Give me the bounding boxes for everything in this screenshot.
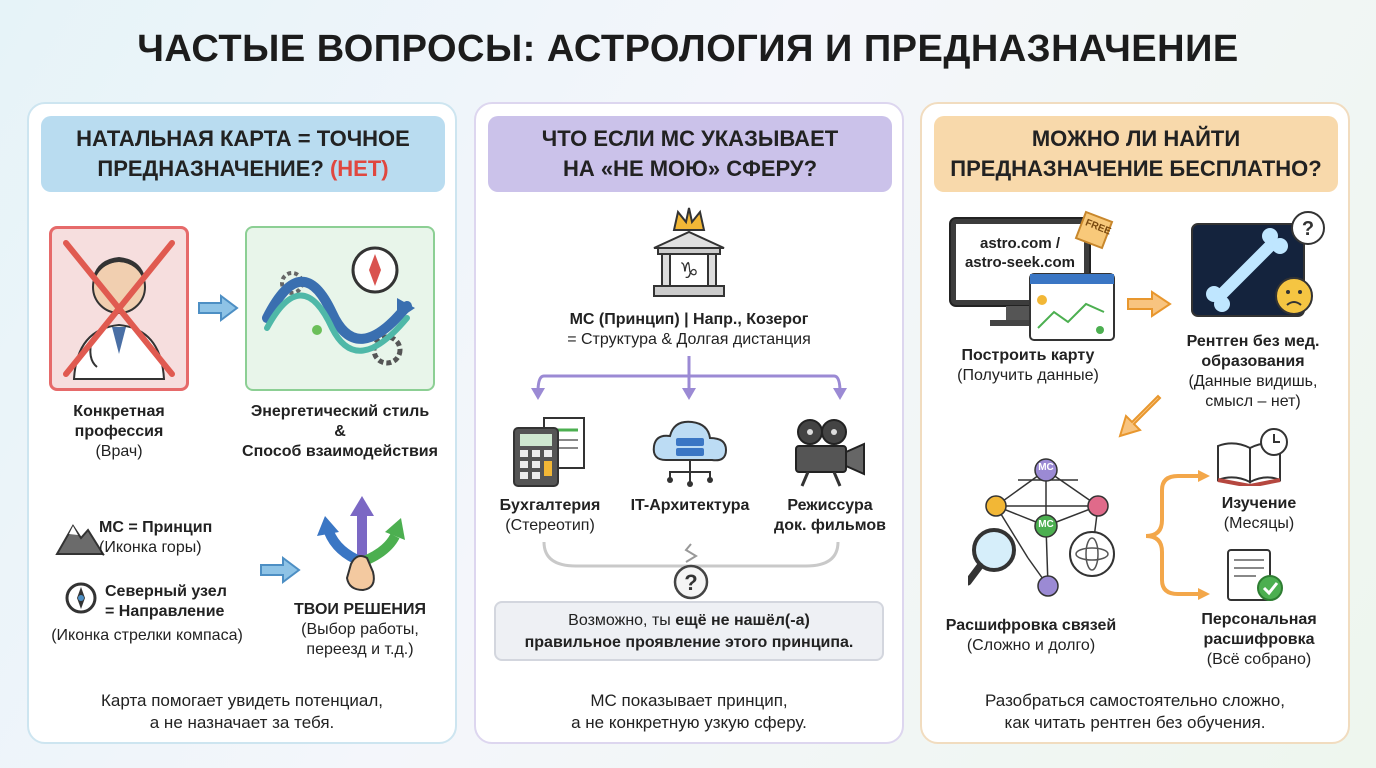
screen-url-2: astro-seek.com (964, 254, 1076, 271)
step-xray-sub-2: смысл – нет) (1205, 393, 1301, 410)
doctor-icon (49, 226, 189, 391)
panel3-footer: Разобраться самостоятельно сложно, (985, 691, 1285, 710)
heading-line-2: ПРЕДНАЗНАЧЕНИЕ БЕСПЛАТНО? (950, 156, 1322, 181)
question-icon: ? (536, 540, 846, 602)
energy-style-label: Энергетический стиль (250, 403, 430, 420)
mc-node-top: MC (1038, 462, 1054, 473)
panel-heading: НАТАЛЬНАЯ КАРТА = ТОЧНОЕ ПРЕДНАЗНАЧЕНИЕ?… (41, 116, 445, 192)
branch-arrows (516, 354, 866, 404)
svg-text:♑: ♑ (679, 259, 699, 284)
mc-example-sub: = Структура & Долгая дистанция (567, 331, 811, 348)
panel-heading: ЧТО ЕСЛИ MC УКАЗЫВАЕТ НА «НЕ МОЮ» СФЕРУ? (488, 116, 892, 192)
heading-line-1: ЧТО ЕСЛИ MC УКАЗЫВАЕТ (541, 126, 839, 151)
panel-free-purpose: МОЖНО ЛИ НАЙТИ ПРЕДНАЗНАЧЕНИЕ БЕСПЛАТНО?… (920, 102, 1350, 744)
film-camera-icon (788, 416, 872, 488)
step-xray-sub: (Данные видишь, (1188, 373, 1318, 390)
book-clock-icon (1214, 426, 1292, 486)
calculator-icon (510, 416, 590, 488)
north-node-label-2: = Направление (105, 603, 225, 620)
arrow-right-icon (259, 556, 301, 584)
xray-bone-icon: ? (1190, 210, 1330, 322)
panel-natal-chart: НАТАЛЬНАЯ КАРТА = ТОЧНОЕ ПРЕДНАЗНАЧЕНИЕ?… (27, 102, 457, 744)
split-arrows (1144, 470, 1214, 600)
profession-example: (Врач) (95, 443, 143, 460)
branch-it-title: IT-Архитектура (630, 497, 750, 514)
arrow-right-icon (197, 294, 239, 322)
decisions-sub-2: переезд и т.д.) (306, 641, 414, 658)
option-study-sub: (Месяцы) (1223, 515, 1295, 532)
svg-text:?: ? (1302, 218, 1314, 240)
heading-line-2: НА «НЕ МОЮ» СФЕРУ? (562, 156, 818, 181)
mc-principle-sub: (Иконка горы) (99, 539, 202, 556)
heading-line-2: ПРЕДНАЗНАЧЕНИЕ? (97, 156, 324, 181)
branch-film-title-2: док. фильмов (774, 517, 886, 534)
arrow-right-icon (1126, 290, 1172, 318)
page-title: ЧАСТЫЕ ВОПРОСЫ: АСТРОЛОГИЯ И ПРЕДНАЗНАЧЕ… (137, 28, 1239, 70)
step-build-chart: Построить карту (961, 347, 1095, 364)
step-decode: Расшифровка связей (945, 617, 1117, 634)
energy-wave-icon (245, 226, 435, 391)
step-xray: Рентген без мед. (1186, 333, 1320, 350)
note-bold: ещё не нашёл(-а) (675, 612, 810, 629)
option-study: Изучение (1221, 495, 1297, 512)
mc-principle-label: MC = Принцип (99, 519, 213, 536)
mc-node-center: MC (1038, 519, 1054, 530)
computer-icon: astro.com / astro-seek.com FREE (946, 208, 1116, 344)
decisions-title: ТВОИ РЕШЕНИЯ (294, 601, 426, 618)
heading-line-1: НАТАЛЬНАЯ КАРТА = ТОЧНОЕ (76, 126, 410, 151)
scroll-check-icon (1222, 548, 1288, 604)
panel1-footer-2: а не назначает за тебя. (149, 713, 335, 732)
interaction-label: Способ взаимодействия (242, 443, 438, 460)
option-personal-2: расшифровка (1203, 631, 1315, 648)
arrow-down-left-icon (1116, 390, 1166, 440)
screen-url: astro.com / (979, 235, 1061, 252)
north-node-label: Северный узел (105, 583, 227, 600)
branch-accounting-title: Бухгалтерия (499, 497, 601, 514)
heading-line-1: МОЖНО ЛИ НАЙТИ (1031, 126, 1241, 151)
panel1-footer: Карта помогает увидеть потенциал, (101, 691, 383, 710)
mc-example-title: MC (Принцип) | Напр., Козерог (569, 311, 809, 328)
panel-heading: МОЖНО ЛИ НАЙТИ ПРЕДНАЗНАЧЕНИЕ БЕСПЛАТНО? (934, 116, 1338, 192)
option-personal: Персональная (1201, 611, 1317, 628)
branch-accounting-sub: (Стереотип) (505, 517, 595, 534)
note-plain: Возможно, ты (568, 612, 676, 629)
ampersand: & (334, 423, 346, 440)
compass-icon (63, 580, 99, 616)
branch-film-title: Режиссура (787, 497, 873, 514)
step-xray-2: образования (1201, 353, 1305, 370)
no-badge: (НЕТ) (329, 156, 389, 181)
note-box: Возможно, ты ещё не нашёл(-а) правильное… (494, 601, 884, 661)
crown-temple-icon: ♑ (644, 204, 734, 304)
profession-label-2: профессия (74, 423, 164, 440)
panel2-footer: MC показывает принцип, (590, 691, 788, 710)
profession-label: Конкретная (73, 403, 165, 420)
note-bold-2: правильное проявление этого принципа. (524, 634, 854, 651)
step-decode-sub: (Сложно и долго) (966, 637, 1096, 654)
step-build-chart-sub: (Получить данные) (957, 367, 1099, 384)
panel2-footer-2: а не конкретную узкую сферу. (571, 713, 807, 732)
mountain-icon (55, 518, 105, 556)
cloud-server-icon (648, 416, 732, 488)
network-magnifier-icon: MC MC (968, 450, 1138, 600)
decisions-sub: (Выбор работы, (301, 621, 419, 638)
north-node-sub: (Иконка стрелки компаса) (51, 627, 243, 644)
svg-text:?: ? (684, 570, 697, 595)
panel-mc-sphere: ЧТО ЕСЛИ MC УКАЗЫВАЕТ НА «НЕ МОЮ» СФЕРУ?… (474, 102, 904, 744)
panel3-footer-2: как читать рентген без обучения. (1004, 713, 1266, 732)
option-personal-sub: (Всё собрано) (1206, 651, 1312, 668)
crossroads-arrows-icon (307, 492, 417, 592)
